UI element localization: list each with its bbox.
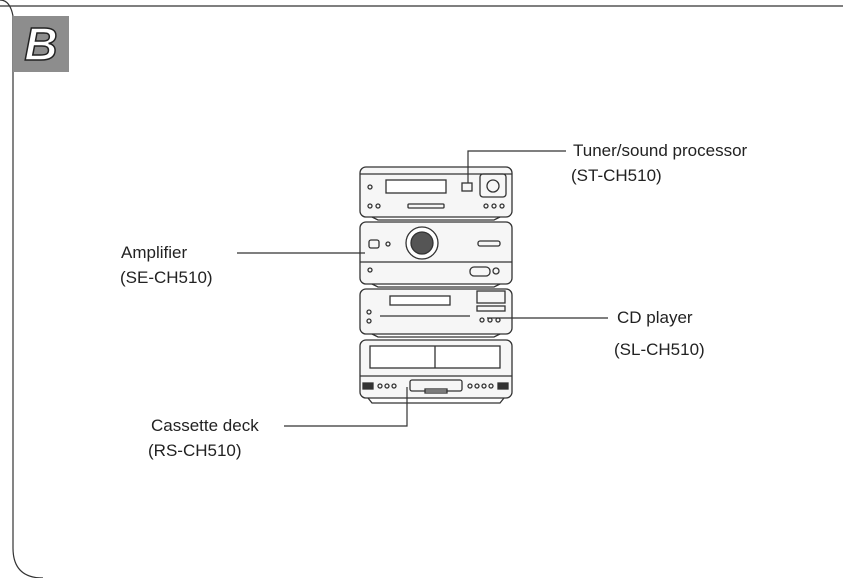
cassette-deck-unit-drawing [359, 339, 513, 404]
section-letter: B [24, 17, 59, 71]
amplifier-model: (SE-CH510) [120, 268, 213, 287]
tuner-label: Tuner/sound processor [573, 141, 748, 160]
amplifier-label: Amplifier [121, 243, 188, 262]
section-badge: B [13, 16, 69, 72]
cd-player-unit-drawing [359, 288, 513, 338]
cd-player-model: (SL-CH510) [614, 340, 705, 359]
tuner-unit-drawing [359, 166, 513, 221]
tuner-model: (ST-CH510) [571, 166, 662, 185]
amplifier-unit-drawing [359, 221, 513, 288]
cassette-deck-label: Cassette deck [151, 416, 259, 435]
cd-player-label: CD player [617, 308, 693, 327]
leader-line-tuner [467, 150, 566, 183]
leader-line-cassette [284, 387, 408, 427]
cassette-deck-model: (RS-CH510) [148, 441, 242, 460]
